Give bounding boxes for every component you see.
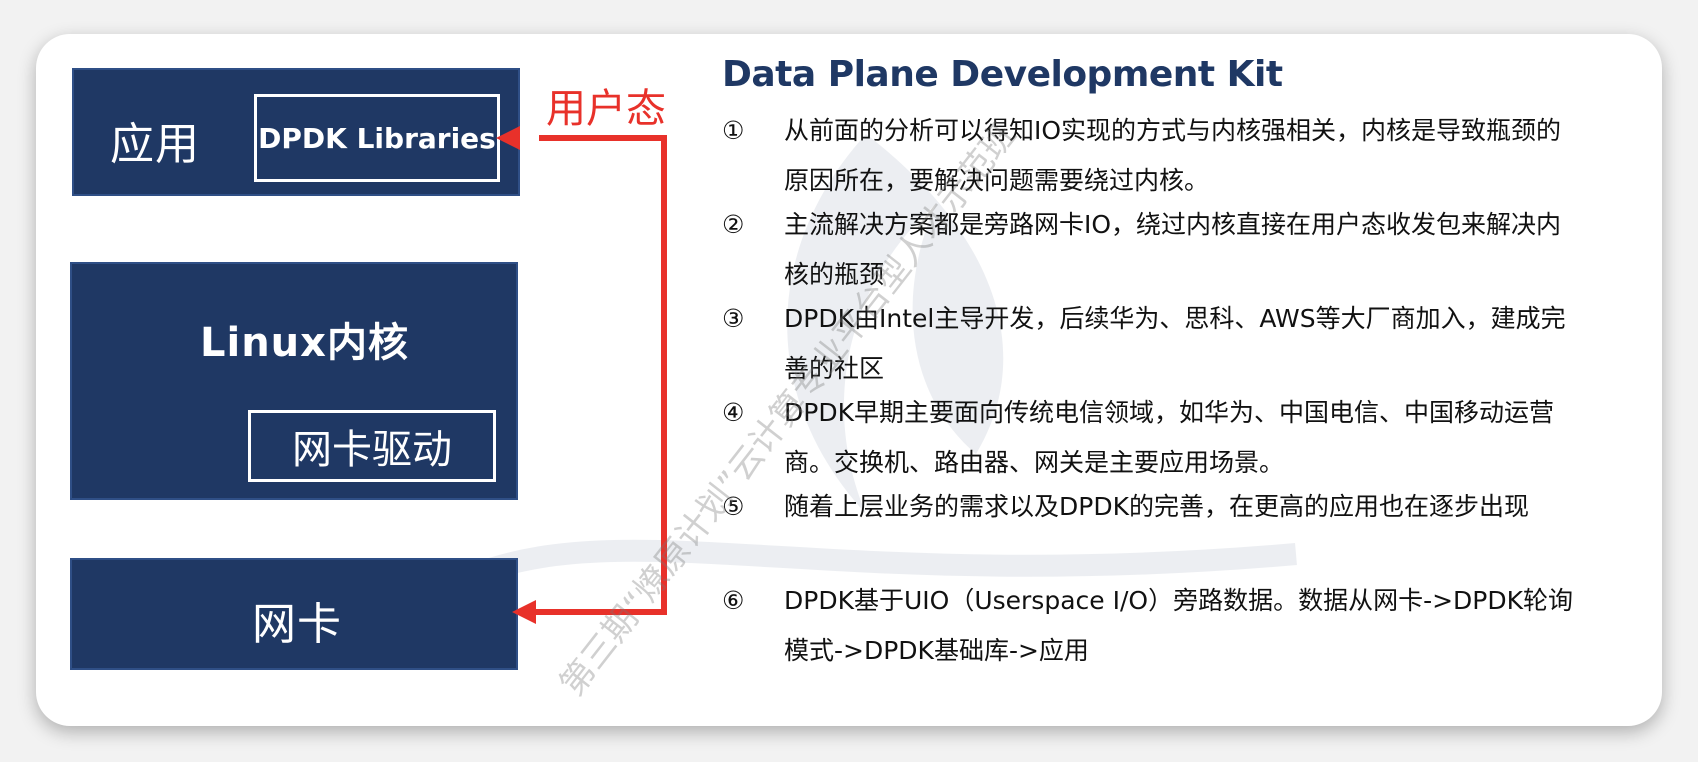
nic-driver-label: 网卡驱动 <box>292 427 452 473</box>
application-box: 应用 DPDK Libraries <box>72 68 520 196</box>
item-text: DPDK基于UIO（Userspace I/O）旁路数据。数据从网卡->DPDK… <box>784 586 1574 665</box>
nic-box: 网卡 <box>70 558 518 670</box>
item-text: 随着上层业务的需求以及DPDK的完善，在更高的应用也在逐步出现 <box>784 492 1529 521</box>
item-number: ⑥ <box>722 586 745 615</box>
user-mode-label: 用户态 <box>546 86 666 132</box>
item-number: ③ <box>722 304 745 333</box>
dpdk-libraries-label: DPDK Libraries <box>258 121 496 155</box>
item-text: DPDK由Intel主导开发，后续华为、思科、AWS等大厂商加入，建成完善的社区 <box>784 304 1566 383</box>
page-title: Data Plane Development Kit <box>722 54 1283 95</box>
slide: 应用 DPDK Libraries Linux内核 网卡驱动 网卡 用户态 Da… <box>36 34 1662 726</box>
item-text: 从前面的分析可以得知IO实现的方式与内核强相关，内核是导致瓶颈的原因所在，要解决… <box>784 116 1562 195</box>
arrow-head-up-icon <box>496 126 520 150</box>
item-text: DPDK早期主要面向传统电信领域，如华为、中国电信、中国移动运营商。交换机、路由… <box>784 398 1554 477</box>
application-label: 应用 <box>110 119 200 170</box>
nic-label: 网卡 <box>252 599 342 650</box>
item-number: ④ <box>722 398 745 427</box>
linux-kernel-label: Linux内核 <box>200 320 409 366</box>
user-mode-bypass-arrow <box>496 126 667 624</box>
arrow-head-down-icon <box>512 600 536 624</box>
nic-driver-box: 网卡驱动 <box>248 410 496 482</box>
item-number: ① <box>722 116 745 145</box>
linux-kernel-box: Linux内核 网卡驱动 <box>70 262 518 500</box>
item-text: 主流解决方案都是旁路网卡IO，绕过内核直接在用户态收发包来解决内核的瓶颈 <box>784 210 1562 289</box>
item-number: ② <box>722 210 745 239</box>
item-number: ⑤ <box>722 492 745 521</box>
